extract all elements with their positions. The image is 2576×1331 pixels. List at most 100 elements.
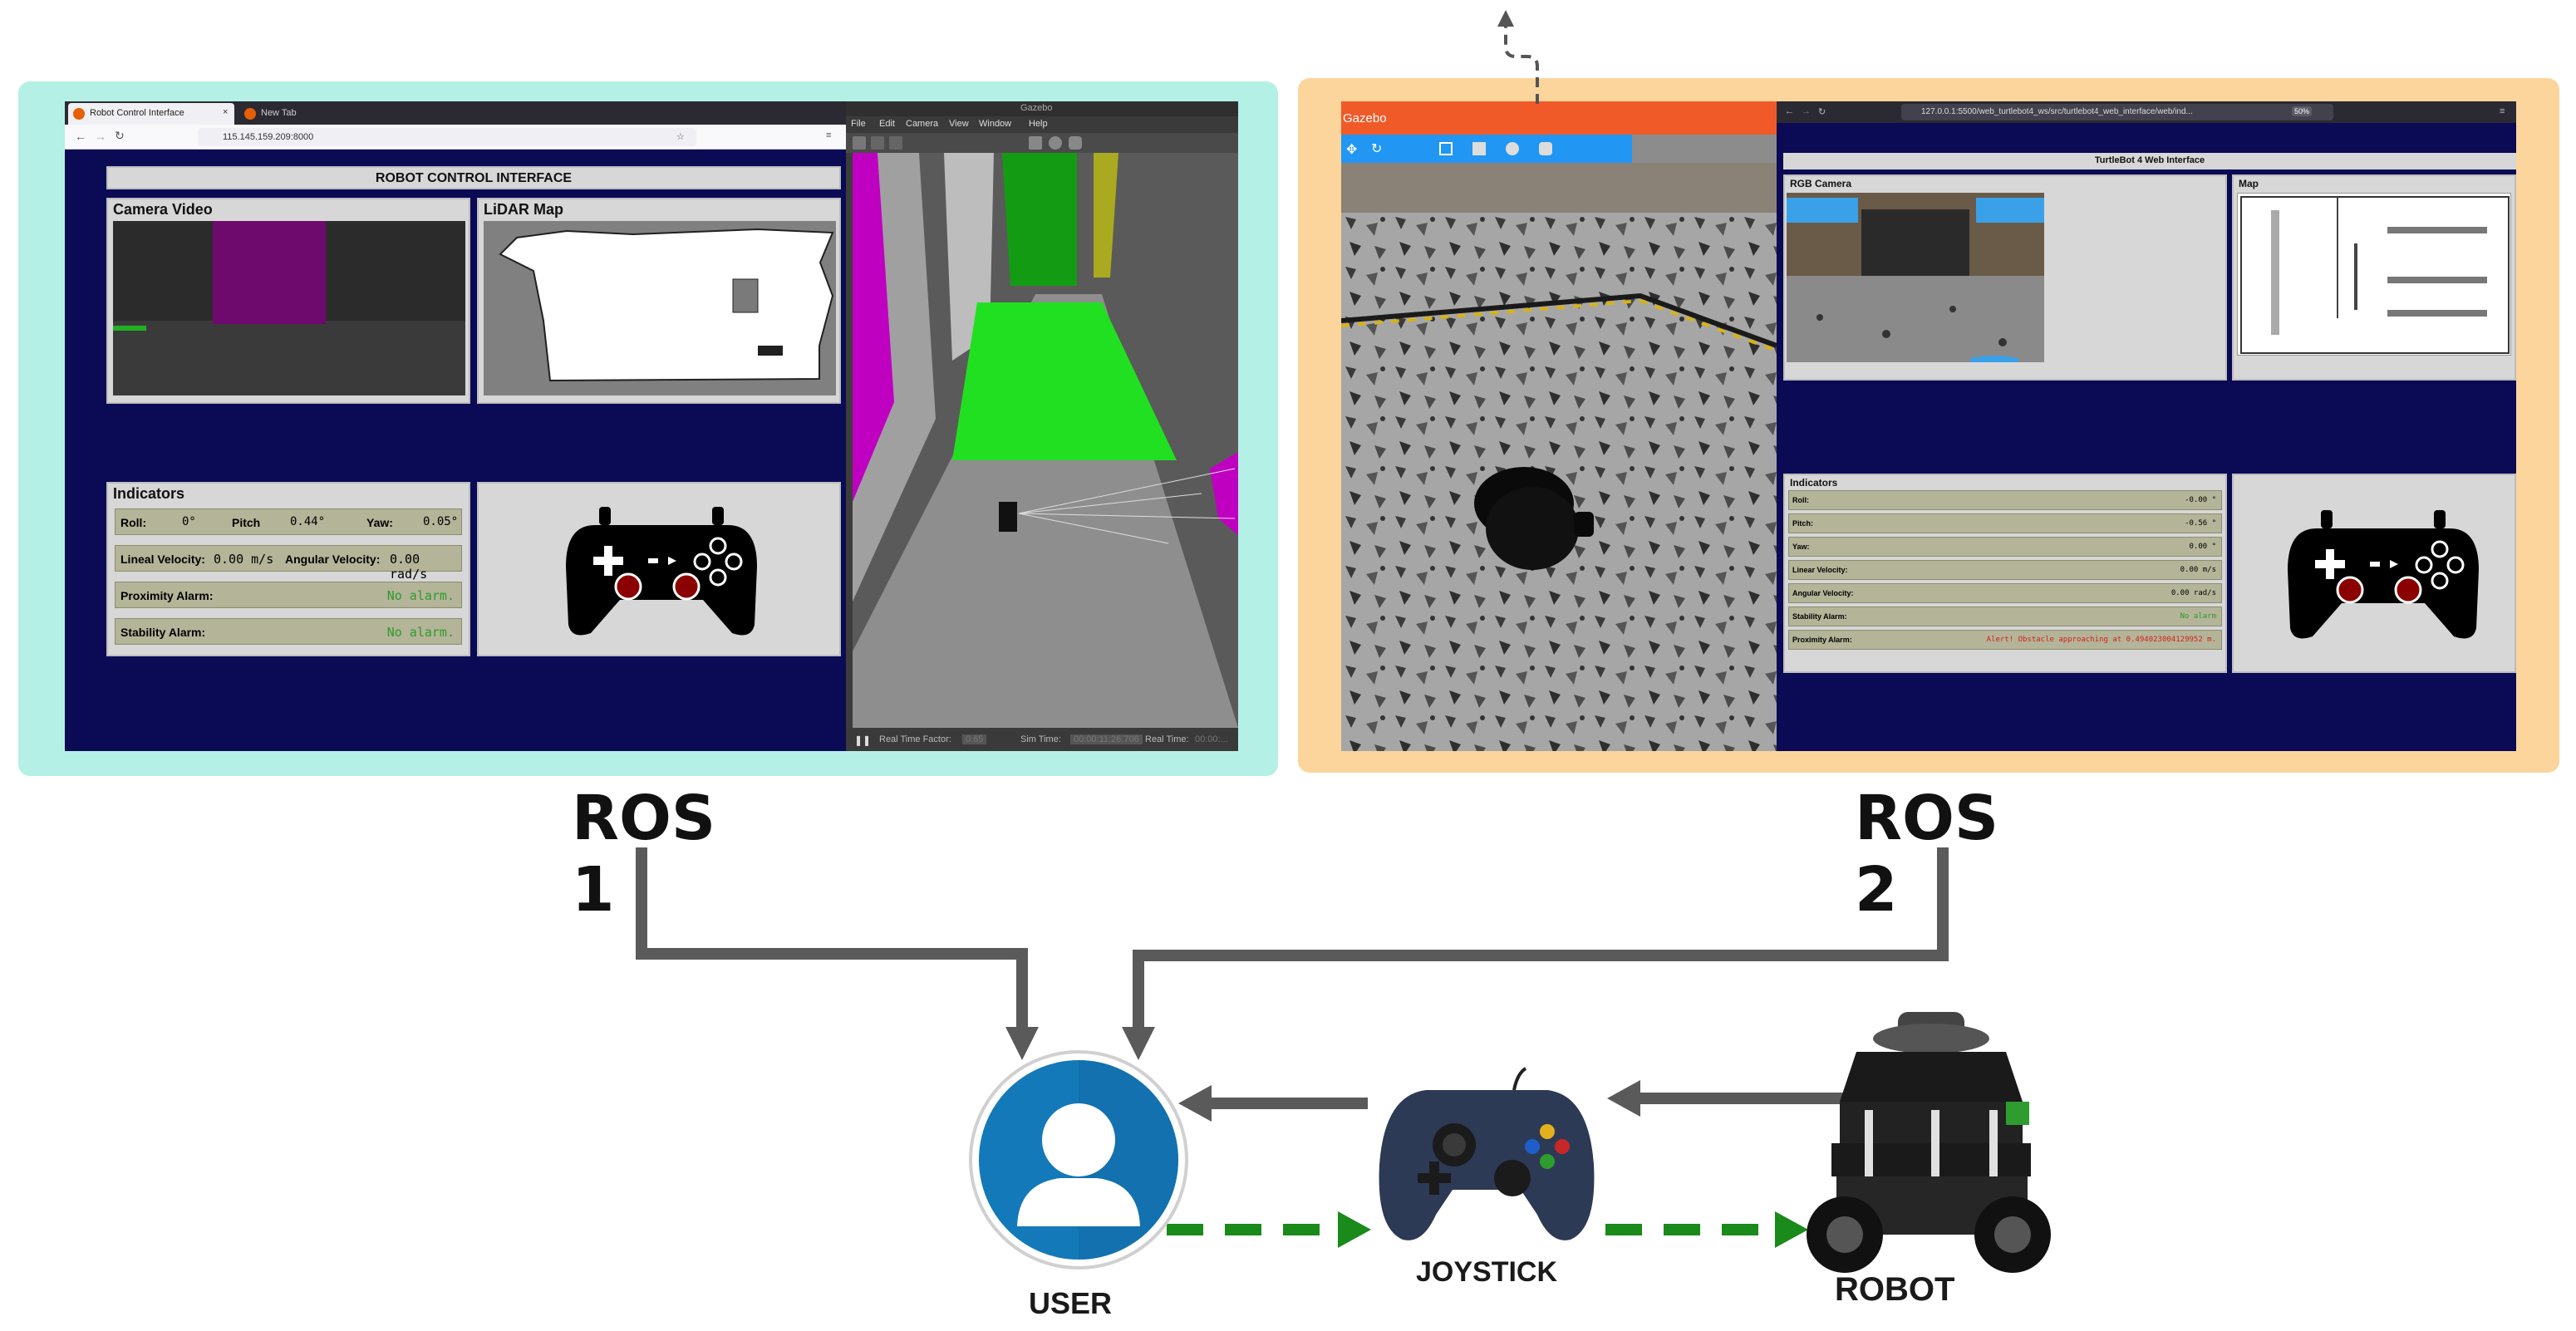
ros1-title: ROS 1 [572, 783, 716, 926]
ros2-map-card: Map [2232, 174, 2516, 381]
menu-icon[interactable]: ≡ [826, 130, 832, 140]
rotate-tool-icon[interactable] [889, 136, 902, 150]
gazebo-3d-view[interactable] [1341, 163, 1777, 751]
joystick-icon [1379, 1067, 1595, 1240]
ros2-camera-card: RGB Camera [1783, 174, 2227, 381]
gazebo-toolbar: ✥ ↻ [1341, 135, 1632, 163]
ros1-browser-tabbar: Robot Control Interface × New Tab [65, 101, 846, 125]
card-title: LiDAR Map [484, 201, 563, 218]
zoom-badge[interactable]: 50% [2292, 106, 2313, 116]
tab-new[interactable]: New Tab [239, 103, 381, 125]
indicator-row-orientation: Roll: 0° Pitch 0.44° Yaw: 0.05° [115, 508, 462, 535]
gazebo-3d-view[interactable] [853, 153, 1238, 728]
card-title: Indicators [1790, 477, 1838, 489]
firefox-icon [73, 108, 85, 120]
reload-icon[interactable]: ↻ [1818, 107, 1826, 117]
url-text: 127.0.0.1:5500/web_turtlebot4_ws/src/tur… [1921, 107, 2193, 116]
card-title: Indicators [113, 485, 185, 502]
ros1-camera-card: Camera Video [106, 198, 470, 404]
ros2-to-user-arrowhead [1122, 1027, 1155, 1060]
ros1-to-user-arrow [636, 847, 1028, 1029]
ros2-screenshot: Gazebo ✥ ↻ [1341, 101, 2516, 751]
gamepad-icon [2288, 510, 2479, 639]
ros1-url-bar[interactable]: 115.145.159.209:8000 ☆ [198, 128, 696, 146]
sphere-shape-icon[interactable] [1506, 142, 1519, 155]
ros2-page-title-bar: TurtleBot 4 Web Interface [1783, 153, 2516, 169]
lidar-map-shape [499, 228, 834, 382]
map-image [2237, 193, 2511, 356]
user-to-joystick-arrowhead [1338, 1211, 1371, 1248]
forward-icon[interactable]: → [1802, 106, 1811, 116]
ros1-gazebo-window: Gazebo File Edit Camera View Window Help [846, 101, 1238, 751]
ros2-to-user-arrow [1133, 847, 1949, 1029]
reload-icon[interactable]: ↻ [115, 129, 125, 142]
card-title: Camera Video [113, 201, 213, 218]
joystick-label: JOYSTICK [1416, 1256, 1558, 1288]
ros2-gazebo-window: Gazebo ✥ ↻ [1341, 101, 1777, 751]
menu-view[interactable]: View [949, 119, 969, 129]
menu-window[interactable]: Window [979, 119, 1012, 129]
card-title: RGB Camera [1790, 178, 1852, 189]
pause-icon[interactable]: ❚❚ [854, 734, 872, 746]
firefox-icon [244, 108, 256, 120]
tab-label: New Tab [261, 108, 297, 118]
box-shape-icon[interactable] [1029, 136, 1042, 150]
tab-label: Robot Control Interface [90, 108, 184, 118]
gazebo-menubar: File Edit Camera View Window Help [846, 116, 1238, 133]
indicator-row-pitch: Pitch: -0.56 ° [1788, 513, 2222, 533]
page-title: ROBOT CONTROL INTERFACE [375, 171, 573, 185]
cylinder-shape-icon[interactable] [1539, 142, 1552, 155]
gazebo-statusbar: ❚❚ Real Time Factor: 0.65 Sim Time: 00:0… [846, 728, 1238, 751]
close-icon[interactable]: × [223, 107, 229, 117]
ros1-page-title-bar: ROBOT CONTROL INTERFACE [106, 166, 841, 189]
url-text: 115.145.159.209:8000 [223, 132, 314, 142]
indicator-row-stability: Stability Alarm: No alarm [1788, 607, 2222, 626]
card-title: Map [2239, 178, 2259, 189]
ros2-indicators-card: Indicators Roll: -0.00 ° Pitch: -0.56 ° … [1783, 474, 2227, 673]
sphere-shape-icon[interactable] [1049, 136, 1062, 150]
indicator-row-stability: Stability Alarm: No alarm. [115, 618, 462, 645]
tab-robot-control[interactable]: Robot Control Interface × [68, 103, 234, 125]
gamepad-icon [566, 507, 757, 636]
robot-icon [1807, 1012, 2051, 1273]
indicator-row-yaw: Yaw: 0.00 ° [1788, 537, 2222, 557]
ros2-title: ROS 2 [1855, 783, 1999, 926]
ros2-url-bar[interactable]: 127.0.0.1:5500/web_turtlebot4_ws/src/tur… [1901, 104, 2333, 120]
user-label: USER [1029, 1286, 1113, 1320]
menu-camera[interactable]: Camera [906, 119, 939, 129]
menu-edit[interactable]: Edit [879, 119, 895, 129]
ros2-gamepad-card [2232, 474, 2516, 673]
gazebo-toolbar [846, 133, 1238, 153]
rotate-tool-icon[interactable]: ↻ [1371, 142, 1383, 156]
user-avatar-icon [969, 1050, 1188, 1270]
select-tool-icon[interactable] [853, 136, 866, 150]
menu-help[interactable]: Help [1029, 119, 1048, 129]
star-icon[interactable]: ☆ [676, 132, 685, 142]
indicator-row-proximity: Proximity Alarm: No alarm. [115, 582, 462, 608]
joystick-to-robot-arrowhead [1775, 1211, 1808, 1248]
gazebo-scene [853, 153, 1238, 728]
menu-file[interactable]: File [851, 119, 866, 129]
grid-icon[interactable] [1439, 142, 1453, 155]
back-icon[interactable]: ← [1785, 106, 1794, 116]
back-icon[interactable]: ← [75, 130, 86, 143]
lidar-map [484, 221, 836, 395]
camera-video [113, 221, 465, 395]
gazebo-titlebar: Gazebo [1341, 101, 1777, 135]
translate-tool-icon[interactable]: ✥ [1346, 143, 1358, 157]
gazebo-scene [1341, 163, 1777, 751]
indicator-row-velocity: Lineal Velocity: 0.00 m/s Angular Veloci… [115, 545, 462, 582]
ros1-to-user-arrowhead [1005, 1027, 1039, 1060]
forward-icon[interactable]: → [95, 130, 106, 143]
translate-tool-icon[interactable] [871, 136, 884, 150]
indicator-row-angular-velocity: Angular Velocity: 0.00 rad/s [1788, 583, 2222, 603]
box-shape-icon[interactable] [1472, 142, 1486, 155]
menu-icon[interactable]: ≡ [2500, 106, 2505, 116]
rgb-camera-image [1787, 193, 2044, 362]
joystick-to-user-arrowhead [1178, 1085, 1212, 1122]
robot-to-joystick-arrowhead [1607, 1080, 1640, 1117]
ros1-lidar-card: LiDAR Map [477, 198, 841, 404]
cylinder-shape-icon[interactable] [1069, 136, 1082, 150]
indicator-row-roll: Roll: -0.00 ° [1788, 490, 2222, 510]
